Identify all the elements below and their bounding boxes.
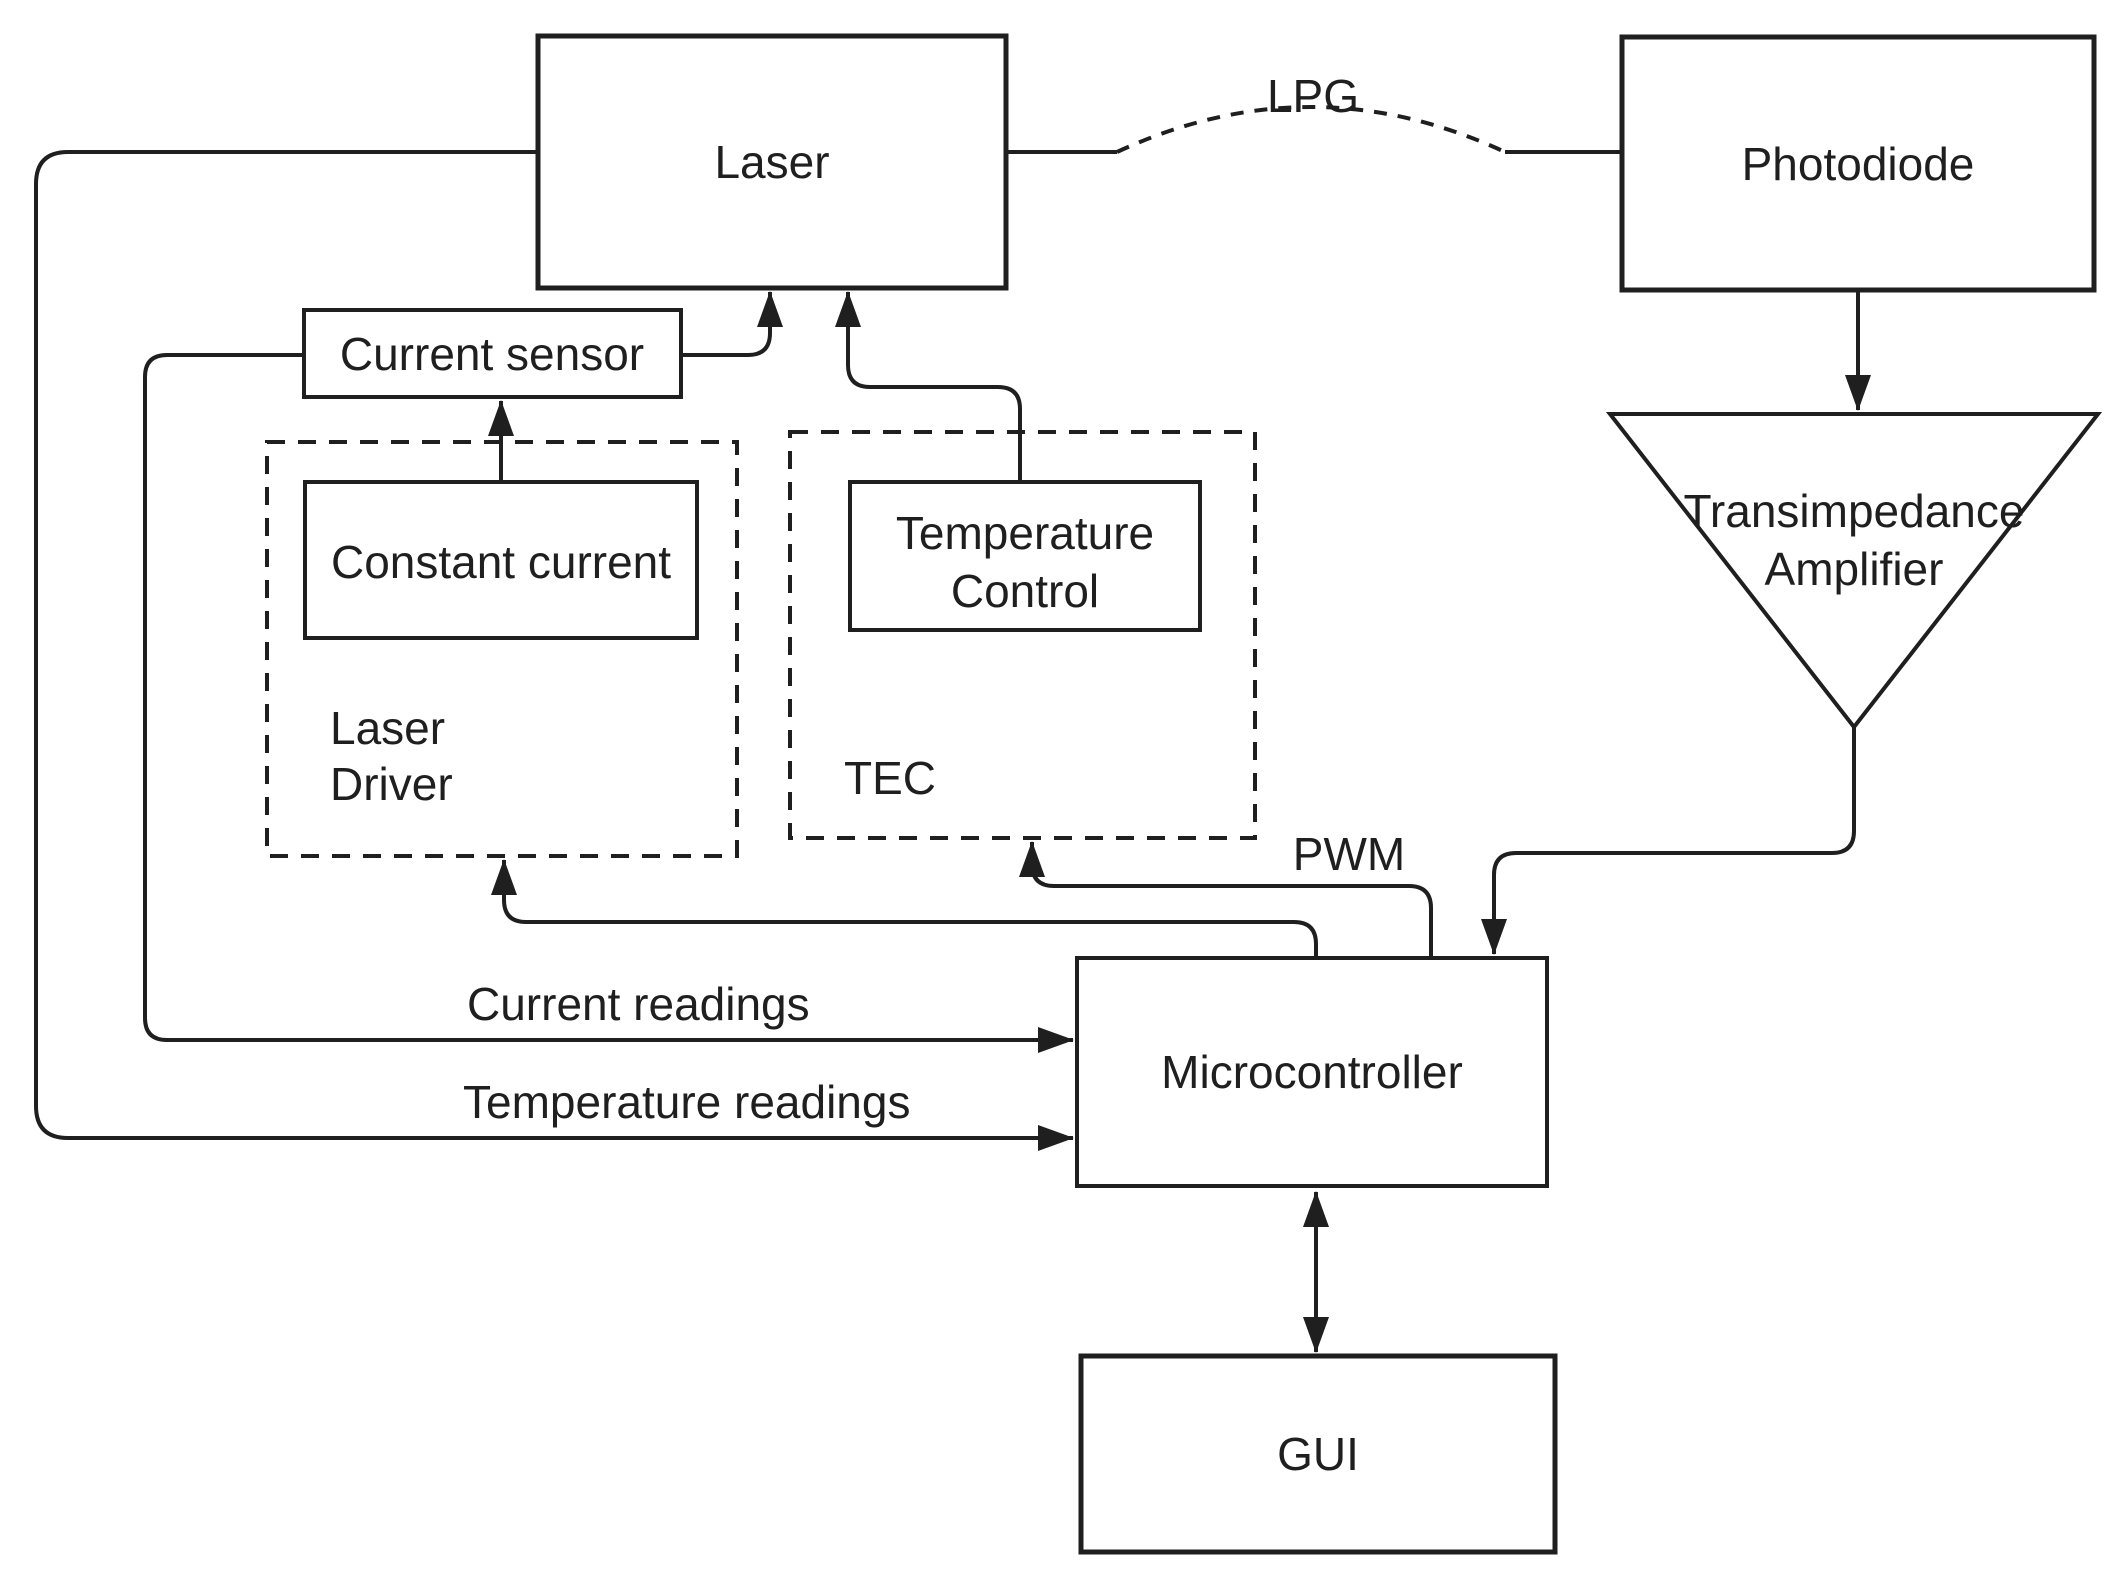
tec-label: TEC [844,752,936,804]
constant-current-box [303,480,699,640]
tec-group-box [788,430,1257,840]
laser-driver-label-line2: Driver [330,758,453,810]
edge-current-sensor-to-laser [681,291,783,357]
edge-temperature-control-to-laser [835,291,1022,482]
edge-microcontroller-to-laser-driver-pwm [491,859,1318,958]
temperature-control-label-line1: Temperature [896,507,1154,559]
current-sensor-box [302,308,683,399]
edge-tia-to-microcontroller [1481,727,1856,955]
photodiode-label: Photodiode [1742,138,1975,190]
pwm-edge-label: PWM [1293,828,1405,880]
temperature-readings-edge-label: Temperature readings [463,1076,910,1128]
current-sensor-label: Current sensor [340,328,644,380]
edge-lpg-dashed-curve [1116,105,1506,154]
current-readings-edge-label: Current readings [467,978,810,1030]
transimpedance-amplifier-label-line2: Amplifier [1765,543,1944,595]
constant-current-label: Constant current [331,536,671,588]
laser-label: Laser [714,136,829,188]
transimpedance-amplifier-label-line1: Transimpedance [1684,485,2025,537]
temperature-control-label-line2: Control [951,565,1099,617]
edge-laser-to-microcontroller-temperature-readings [34,150,1074,1151]
laser-box [535,33,1009,291]
lpg-edge-label: LPG [1267,70,1359,122]
photodiode-box [1619,34,2097,293]
microcontroller-box [1075,956,1549,1188]
gui-label: GUI [1277,1428,1359,1480]
laser-driver-group-box [265,440,739,858]
microcontroller-label: Microcontroller [1161,1046,1463,1098]
laser-driver-label-line1: Laser [330,702,445,754]
transimpedance-amplifier-triangle [1605,412,2103,731]
edge-microcontroller-to-tec-pwm [1019,841,1433,958]
edge-current-sensor-to-microcontroller-current-readings [143,353,1074,1053]
temperature-control-box [848,480,1202,632]
gui-box [1078,1353,1558,1555]
